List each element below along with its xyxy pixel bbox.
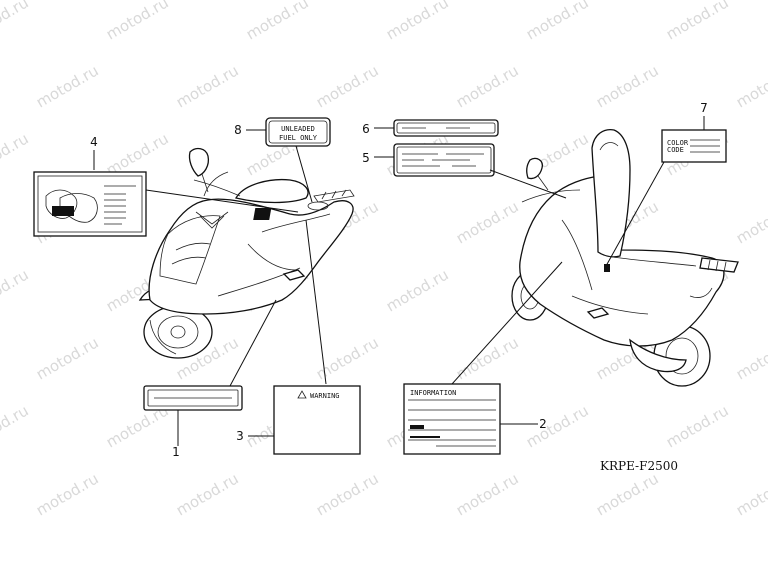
callout-1: 1 <box>172 445 180 459</box>
information-title: INFORMATION <box>410 389 456 397</box>
watermark-text: motod.ru <box>733 469 768 519</box>
watermark-text: motod.ru <box>33 61 102 111</box>
warning-title: WARNING <box>310 392 340 400</box>
watermark-text: motod.ru <box>733 333 768 383</box>
watermark-text: motod.ru <box>313 61 382 111</box>
watermark-text: motod.ru <box>33 333 102 383</box>
callout-6: 6 <box>362 122 370 136</box>
watermark-text: motod.ru <box>383 0 452 43</box>
fuel-label-line2: FUEL ONLY <box>279 134 318 142</box>
watermark-text: motod.ru <box>0 129 32 179</box>
scooter-rear-view <box>511 128 739 387</box>
watermark-text: motod.ru <box>313 469 382 519</box>
watermark-text: motod.ru <box>453 333 522 383</box>
color-code-line1: COLOR <box>667 139 689 147</box>
callout-3: 3 <box>236 429 244 443</box>
watermark-text: motod.ru <box>523 401 592 451</box>
callout-2: 2 <box>539 417 547 431</box>
watermark-text: motod.ru <box>173 469 242 519</box>
watermark-text: motod.ru <box>0 401 32 451</box>
fuel-label-line1: UNLEADED <box>281 125 315 133</box>
watermark-text: motod.ru <box>663 0 732 43</box>
leader-lines <box>93 116 705 446</box>
callout-7: 7 <box>700 101 708 115</box>
watermark-text: motod.ru <box>383 265 452 315</box>
label-strip-6 <box>393 119 499 137</box>
watermark-text: motod.ru <box>33 469 102 519</box>
watermark-text: motod.ru <box>733 197 768 247</box>
diagram-code: KRPE-F2500 <box>600 459 678 473</box>
watermark-text: motod.ru <box>523 0 592 43</box>
watermark-text: motod.ru <box>733 61 768 111</box>
callout-numbers: 1 2 3 4 5 6 7 8 <box>90 101 708 459</box>
watermark-text: motod.ru <box>593 61 662 111</box>
watermark-text: motod.ru <box>103 0 172 43</box>
watermark-text: motod.ru <box>0 0 32 43</box>
label-unleaded-fuel: UNLEADED FUEL ONLY <box>265 117 331 147</box>
callout-4: 4 <box>90 135 98 149</box>
watermark-text: motod.ru <box>173 61 242 111</box>
watermark-text: motod.ru <box>0 265 32 315</box>
watermark-text: motod.ru <box>593 469 662 519</box>
watermark-text: motod.ru <box>243 0 312 43</box>
label-color-code: COLOR CODE <box>661 129 727 163</box>
label-warning: WARNING <box>273 385 361 455</box>
callout-5: 5 <box>362 151 370 165</box>
watermark-text: motod.ru <box>453 469 522 519</box>
watermark-text: motod.ru <box>453 61 522 111</box>
scooter-front-view <box>138 147 355 359</box>
label-tire-info <box>33 171 147 237</box>
watermark-text: motod.ru <box>453 197 522 247</box>
callout-8: 8 <box>234 123 242 137</box>
label-information: INFORMATION <box>403 383 501 455</box>
label-strip-1 <box>143 385 243 411</box>
label-strip-5 <box>393 143 495 177</box>
color-code-line2: CODE <box>667 146 684 154</box>
watermark-text: motod.ru <box>663 401 732 451</box>
